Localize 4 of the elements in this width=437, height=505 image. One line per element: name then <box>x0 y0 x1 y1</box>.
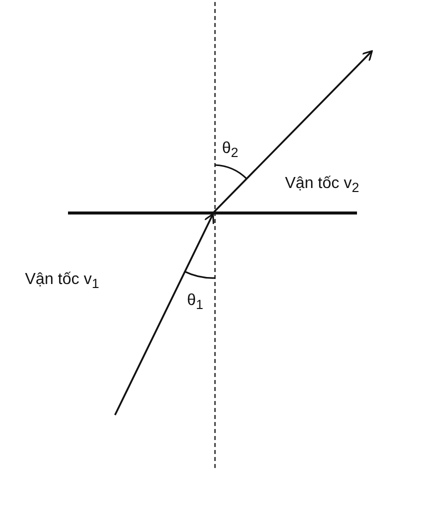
velocity-label: Vận tốc v$_{1}$ <box>25 271 100 292</box>
angle-label: θ$_{2}$ <box>222 140 238 161</box>
velocity-label: Vận tốc v$_{2}$ <box>285 175 360 196</box>
angle-label: θ$_{1}$ <box>187 292 204 313</box>
